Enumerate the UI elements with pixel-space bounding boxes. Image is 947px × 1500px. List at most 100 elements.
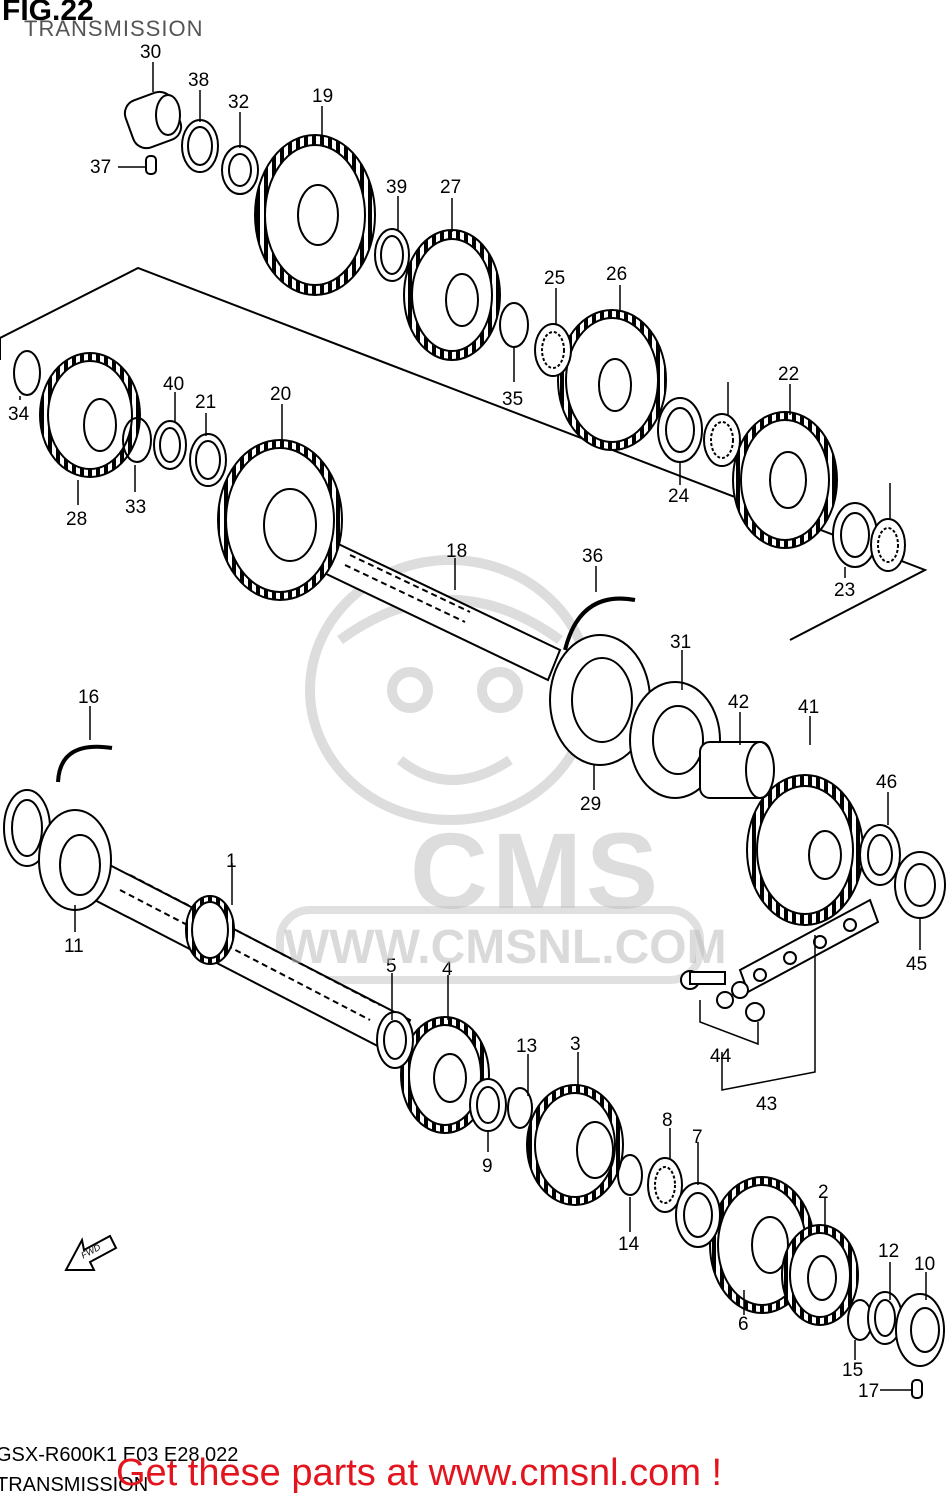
part-label-18[interactable]: 18 bbox=[446, 541, 467, 562]
gear-26-shape[interactable] bbox=[557, 309, 667, 451]
part-label-42[interactable]: 42 bbox=[728, 692, 749, 713]
part-label-35[interactable]: 35 bbox=[502, 389, 523, 410]
part-label-31[interactable]: 31 bbox=[670, 632, 691, 653]
gear-4-shape[interactable] bbox=[400, 1016, 490, 1134]
washer-40-shape[interactable] bbox=[153, 420, 187, 470]
countershaft-gear-shape bbox=[185, 895, 235, 965]
bushing-5-shape[interactable] bbox=[376, 1011, 414, 1069]
part-label-13[interactable]: 13 bbox=[516, 1036, 537, 1057]
bearing-24-shape[interactable] bbox=[657, 397, 703, 463]
part-label-33[interactable]: 33 bbox=[125, 497, 146, 518]
part-label-44[interactable]: 44 bbox=[710, 1046, 732, 1067]
bearing-7-shape[interactable] bbox=[675, 1182, 721, 1248]
part-label-3[interactable]: 3 bbox=[570, 1034, 581, 1055]
part-label-16[interactable]: 16 bbox=[78, 687, 99, 708]
part-label-4[interactable]: 4 bbox=[442, 959, 453, 980]
washer-12-shape[interactable] bbox=[867, 1291, 903, 1345]
washer-46-shape[interactable] bbox=[859, 824, 901, 886]
gear-19-shape[interactable] bbox=[254, 134, 376, 296]
part-label-30[interactable]: 30 bbox=[140, 42, 161, 63]
part-label-22[interactable]: 22 bbox=[778, 364, 799, 385]
part-label-39[interactable]: 39 bbox=[386, 177, 407, 198]
part-label-41[interactable]: 41 bbox=[798, 697, 819, 718]
part-label-5[interactable]: 5 bbox=[386, 956, 397, 977]
part-label-27[interactable]: 27 bbox=[440, 177, 461, 198]
part-label-1[interactable]: 1 bbox=[226, 851, 237, 872]
circlip-35-shape[interactable] bbox=[499, 302, 529, 348]
gear-20-shape[interactable] bbox=[217, 439, 343, 601]
watermark-brand: CMS bbox=[410, 810, 662, 931]
part-label-19[interactable]: 19 bbox=[312, 86, 333, 107]
circlip-13-shape[interactable] bbox=[507, 1087, 533, 1129]
gear-28-shape[interactable] bbox=[39, 352, 141, 478]
washer-25c-shape[interactable] bbox=[870, 518, 906, 572]
cta-link[interactable]: Get these parts at www.cmsnl.com ! bbox=[116, 1452, 723, 1494]
nut-45-shape[interactable] bbox=[894, 851, 946, 919]
bearing-11-shape[interactable] bbox=[38, 809, 112, 911]
fwd-arrow-icon: FWD bbox=[64, 1234, 118, 1271]
sprocket-41-shape[interactable] bbox=[746, 774, 864, 926]
washer-8-shape[interactable] bbox=[647, 1157, 683, 1213]
circlip-33-shape[interactable] bbox=[122, 417, 152, 463]
circlip-34-shape[interactable] bbox=[13, 350, 41, 396]
part-label-23[interactable]: 23 bbox=[834, 580, 855, 601]
part-label-24[interactable]: 24 bbox=[668, 486, 690, 507]
gear-3-shape[interactable] bbox=[526, 1084, 624, 1206]
part-label-2[interactable]: 2 bbox=[818, 1182, 829, 1203]
part-label-17[interactable]: 17 bbox=[858, 1381, 879, 1402]
watermark-url: WWW.CMSNL.COM bbox=[284, 921, 727, 974]
part-label-40[interactable]: 40 bbox=[163, 374, 184, 395]
part-label-6[interactable]: 6 bbox=[738, 1314, 749, 1335]
circlip-14-shape[interactable] bbox=[617, 1154, 643, 1196]
part-label-10[interactable]: 10 bbox=[914, 1254, 935, 1275]
bearing-10-shape[interactable] bbox=[895, 1293, 945, 1367]
pin-17-shape[interactable] bbox=[911, 1379, 923, 1399]
part-label-26[interactable]: 26 bbox=[606, 264, 627, 285]
part-label-9[interactable]: 9 bbox=[482, 1156, 493, 1177]
part-label-25a[interactable]: 25 bbox=[544, 268, 565, 289]
figure-subtitle: TRANSMISSION bbox=[24, 16, 204, 41]
bearing-30-shape[interactable] bbox=[121, 88, 185, 152]
washer-9-shape[interactable] bbox=[469, 1078, 507, 1132]
gear-2-shape[interactable] bbox=[781, 1224, 859, 1326]
washer-39-shape[interactable] bbox=[374, 228, 410, 282]
washer-38-shape[interactable] bbox=[181, 119, 219, 173]
gears-layer bbox=[39, 134, 864, 1326]
bushing-21-shape[interactable] bbox=[189, 433, 227, 487]
spacer-42-shape[interactable] bbox=[699, 741, 775, 799]
ring-36-shape[interactable] bbox=[563, 596, 636, 651]
part-label-29[interactable]: 29 bbox=[580, 794, 601, 815]
gear-22-shape[interactable] bbox=[732, 411, 838, 549]
part-label-45[interactable]: 45 bbox=[906, 954, 927, 975]
part-label-14[interactable]: 14 bbox=[618, 1234, 640, 1255]
bearing-23-shape[interactable] bbox=[832, 502, 878, 568]
part-label-8[interactable]: 8 bbox=[662, 1110, 673, 1131]
part-label-36[interactable]: 36 bbox=[582, 546, 603, 567]
part-label-43[interactable]: 43 bbox=[756, 1094, 777, 1115]
part-label-46[interactable]: 46 bbox=[876, 772, 897, 793]
part-label-37[interactable]: 37 bbox=[90, 157, 111, 178]
ring-16-shape[interactable] bbox=[56, 744, 113, 783]
part-label-21[interactable]: 21 bbox=[195, 392, 216, 413]
part-label-7[interactable]: 7 bbox=[692, 1127, 703, 1148]
small-parts-layer bbox=[3, 88, 946, 1399]
chain-joint-44-shape[interactable] bbox=[680, 970, 765, 1022]
washer-25a-shape[interactable] bbox=[534, 323, 572, 377]
part-label-38[interactable]: 38 bbox=[188, 70, 209, 91]
bearing-29-shape[interactable] bbox=[549, 634, 651, 766]
washer-11a-shape[interactable] bbox=[3, 789, 51, 867]
part-label-28[interactable]: 28 bbox=[66, 509, 87, 530]
gear-27-shape[interactable] bbox=[403, 229, 501, 361]
washer-25b-shape[interactable] bbox=[703, 413, 741, 467]
part-label-11[interactable]: 11 bbox=[64, 936, 84, 957]
part-label-12[interactable]: 12 bbox=[878, 1241, 899, 1262]
oil-seal-31-shape[interactable] bbox=[629, 681, 721, 799]
watermark-banner bbox=[276, 906, 704, 984]
part-label-20[interactable]: 20 bbox=[270, 384, 291, 405]
part-label-34[interactable]: 34 bbox=[8, 404, 30, 425]
footer-title: TRANSMISSION bbox=[0, 1474, 149, 1496]
part-label-32[interactable]: 32 bbox=[228, 92, 249, 113]
part-label-15[interactable]: 15 bbox=[842, 1360, 863, 1381]
pin-37-shape[interactable] bbox=[145, 155, 157, 175]
bushing-32-shape[interactable] bbox=[221, 145, 259, 195]
